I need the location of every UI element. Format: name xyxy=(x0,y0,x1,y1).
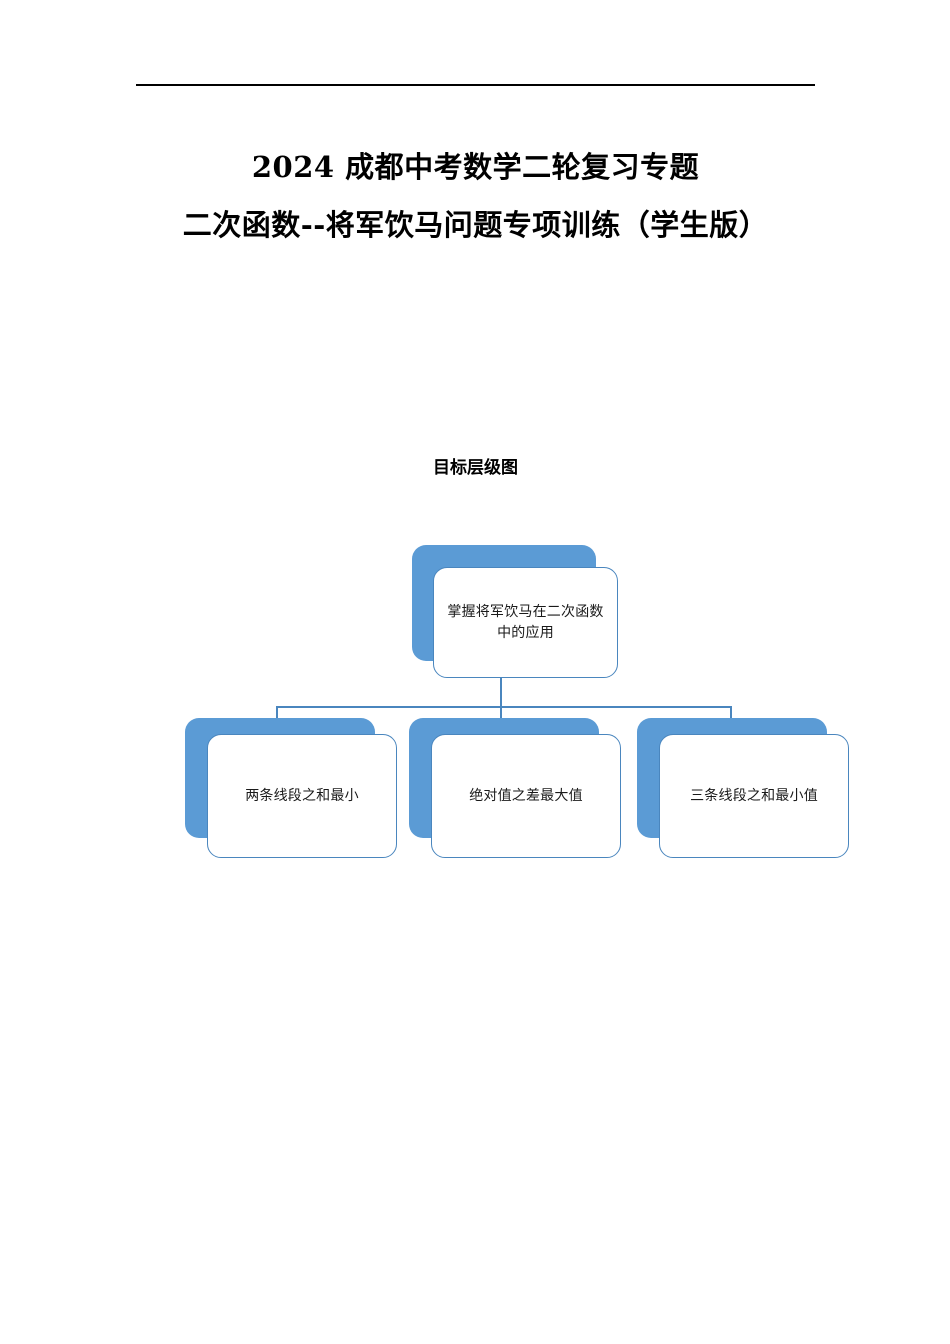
connector-horizontal-bus xyxy=(276,706,731,708)
header-divider xyxy=(136,84,815,86)
node-child-3-label: 三条线段之和最小值 xyxy=(690,787,818,804)
node-root-label: 掌握将军饮马在二次函数中的应用 xyxy=(447,603,604,641)
title-line-1: 2024 成都中考数学二轮复习专题 xyxy=(251,150,700,184)
node-root[interactable]: 掌握将军饮马在二次函数中的应用 xyxy=(412,545,618,679)
node-child-3-card[interactable]: 三条线段之和最小值 xyxy=(659,734,849,858)
section-subtitle: 目标层级图 xyxy=(433,458,518,478)
document-title: 2024 成都中考数学二轮复习专题 二次函数--将军饮马问题专项训练（学生版） xyxy=(136,138,815,254)
node-child-2-label: 绝对值之差最大值 xyxy=(469,787,583,804)
node-child-1-card[interactable]: 两条线段之和最小 xyxy=(207,734,397,858)
node-child-3[interactable]: 三条线段之和最小值 xyxy=(637,718,849,858)
node-child-1[interactable]: 两条线段之和最小 xyxy=(185,718,397,858)
node-child-2-card[interactable]: 绝对值之差最大值 xyxy=(431,734,621,858)
node-root-card[interactable]: 掌握将军饮马在二次函数中的应用 xyxy=(433,567,618,678)
title-line-2: 二次函数--将军饮马问题专项训练（学生版） xyxy=(182,208,769,242)
node-child-1-label: 两条线段之和最小 xyxy=(245,787,359,804)
node-child-2[interactable]: 绝对值之差最大值 xyxy=(409,718,621,858)
connector-root-stem xyxy=(500,677,502,707)
